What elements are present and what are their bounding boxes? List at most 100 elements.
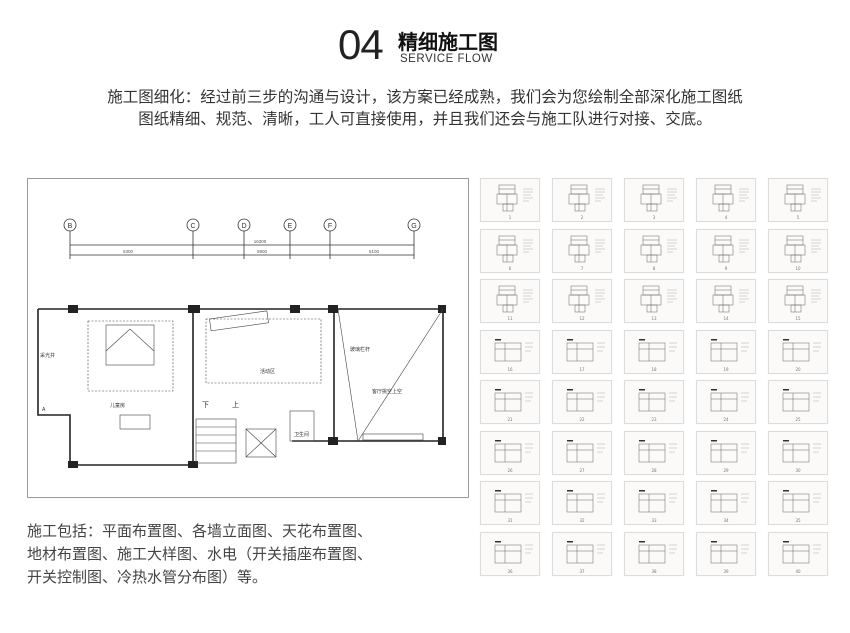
thumbnail-sketch [494, 389, 533, 412]
intro-text: 施工图细化：经过前三步的沟通与设计，该方案已经成熟，我们会为您绘制全部深化施工图… [30, 86, 820, 130]
drawing-thumbnail: 38 [624, 531, 684, 576]
thumbnail-number: 21 [507, 417, 513, 422]
thumbnail-sketch [640, 235, 677, 262]
thumbnail-number: 40 [795, 568, 801, 574]
thumbnail-sketch [784, 235, 821, 262]
thumbnail-sketch [566, 540, 605, 563]
drawing-thumbnail: 35 [768, 481, 828, 525]
thumbnail-number: 34 [723, 518, 729, 523]
thumbnail-sketch [782, 338, 821, 361]
drawing-thumbnail: 2 [552, 178, 612, 222]
grid-label-f: F [328, 223, 332, 230]
thumbnail-number: 3 [652, 215, 656, 220]
drawing-thumbnail: 32 [552, 481, 612, 525]
intro-line-1: 施工图细化：经过前三步的沟通与设计，该方案已经成熟，我们会为您绘制全部深化施工图… [107, 88, 743, 106]
drawing-thumbnail: 10 [768, 228, 828, 273]
drawing-thumbnail: 1 [480, 178, 540, 222]
thumbnail-number: 19 [723, 366, 729, 372]
thumbnail-number: 13 [651, 316, 657, 321]
thumbnail-sketch [712, 235, 749, 262]
drawing-thumbnail: 21 [480, 380, 540, 424]
label-glass-railing: 玻璃栏杆 [350, 346, 370, 353]
thumbnail-number: 11 [507, 316, 513, 321]
thumbnail-number: 10 [795, 265, 801, 271]
drawing-thumbnail: 22 [552, 380, 612, 424]
label-atrium: 客厅挑空上空 [372, 388, 402, 395]
scope-line-3: 开关控制图、冷热水管分布图）等。 [27, 568, 268, 586]
drawing-thumbnail: 36 [480, 531, 540, 576]
step-number: 04 [338, 21, 384, 68]
section-header: 04 精细施工图 SERVICE FLOW [0, 18, 850, 68]
thumbnail-number: 9 [724, 265, 728, 271]
step-title: 精细施工图 [398, 30, 498, 54]
drawing-thumbnail: 12 [552, 279, 612, 323]
label-stairs-down: 下 [202, 401, 209, 409]
floor-plan-drawing: B C D E F G 16300 5300 5900 5100 [27, 178, 469, 498]
thumbnail-number: 2 [580, 215, 584, 220]
thumbnail-number: 22 [579, 417, 585, 422]
drawing-thumbnail: 9 [696, 228, 756, 273]
drawing-thumbnail: 16 [480, 329, 540, 374]
thumbnail-number: 17 [579, 366, 585, 372]
thumbnail-number: 14 [723, 316, 729, 321]
drawing-thumbnail: 33 [624, 481, 684, 525]
grid-label-b: B [68, 223, 73, 230]
thumbnail-sketch [782, 439, 821, 462]
step-subtitle: SERVICE FLOW [400, 53, 493, 65]
drawing-thumbnail: 17 [552, 329, 612, 374]
drawing-thumbnail: 8 [624, 228, 684, 273]
thumbnail-number: 20 [795, 366, 801, 372]
thumbnail-number: 29 [723, 467, 729, 473]
drawing-thumbnail: 13 [624, 279, 684, 323]
intro-line-2: 图纸精细、规范、清晰，工人可直接使用，并且我们还会与施工队进行对接、交底。 [138, 110, 712, 128]
thumbnail-sketch [566, 490, 605, 513]
thumbnail-sketch [712, 285, 749, 313]
drawing-thumbnail: 27 [552, 430, 612, 475]
thumbnail-number: 28 [651, 467, 657, 473]
thumbnail-number: 26 [507, 467, 513, 473]
drawing-thumbnail: 28 [624, 430, 684, 475]
thumbnail-sketch [638, 540, 677, 563]
thumbnail-sketch [710, 490, 749, 513]
drawing-thumbnail: 25 [768, 380, 828, 424]
thumbnail-sketch [638, 490, 677, 513]
thumbnail-sketch [566, 338, 605, 361]
thumbnail-number: 23 [651, 417, 657, 422]
thumbnail-sketch [494, 490, 533, 513]
thumbnail-number: 4 [724, 215, 728, 220]
drawing-thumbnail: 3 [624, 178, 684, 222]
drawing-thumbnail: 15 [768, 279, 828, 323]
total-dimension: 16300 [254, 239, 267, 244]
drawing-thumbnail: 31 [480, 481, 540, 525]
thumbnail-sketch [568, 285, 605, 313]
thumbnail-sketch [784, 285, 821, 313]
drawing-thumbnail: 23 [624, 380, 684, 424]
thumbnail-number: 39 [723, 568, 729, 574]
thumbnail-sketch [784, 184, 821, 212]
thumbnail-sketch [640, 285, 677, 313]
dimension-3: 5100 [369, 249, 380, 254]
drawing-thumbnail: 24 [696, 380, 756, 424]
thumbnail-number: 16 [507, 366, 513, 372]
drawing-thumbnail: 11 [480, 279, 540, 323]
scope-line-2: 地材布置图、施工大样图、水电（开关插座布置图、 [27, 545, 373, 563]
thumbnail-sketch [782, 389, 821, 412]
thumbnail-sketch [494, 540, 533, 563]
dimension-1: 5300 [123, 249, 134, 254]
label-activity: 活动区 [260, 368, 275, 375]
construction-scope-text: 施工包括：平面布置图、各墙立面图、天花布置图、 地材布置图、施工大样图、水电（开… [27, 520, 447, 589]
drawing-thumbnail: 18 [624, 329, 684, 374]
drawing-thumbnail: 6 [480, 228, 540, 273]
thumbnail-number: 32 [579, 518, 585, 523]
drawing-thumbnail: 29 [696, 430, 756, 475]
thumbnail-sketch [638, 439, 677, 462]
thumbnail-sketch [640, 184, 677, 212]
drawing-thumbnail: 4 [696, 178, 756, 222]
drawing-thumbnail: 40 [768, 531, 828, 576]
drawing-thumbnail: 34 [696, 481, 756, 525]
thumbnail-sketch [710, 389, 749, 412]
thumbnail-sketch [496, 285, 533, 313]
label-sunroom: 采光井 [40, 352, 55, 359]
thumbnail-number: 25 [795, 417, 801, 422]
thumbnail-number: 38 [651, 568, 657, 574]
